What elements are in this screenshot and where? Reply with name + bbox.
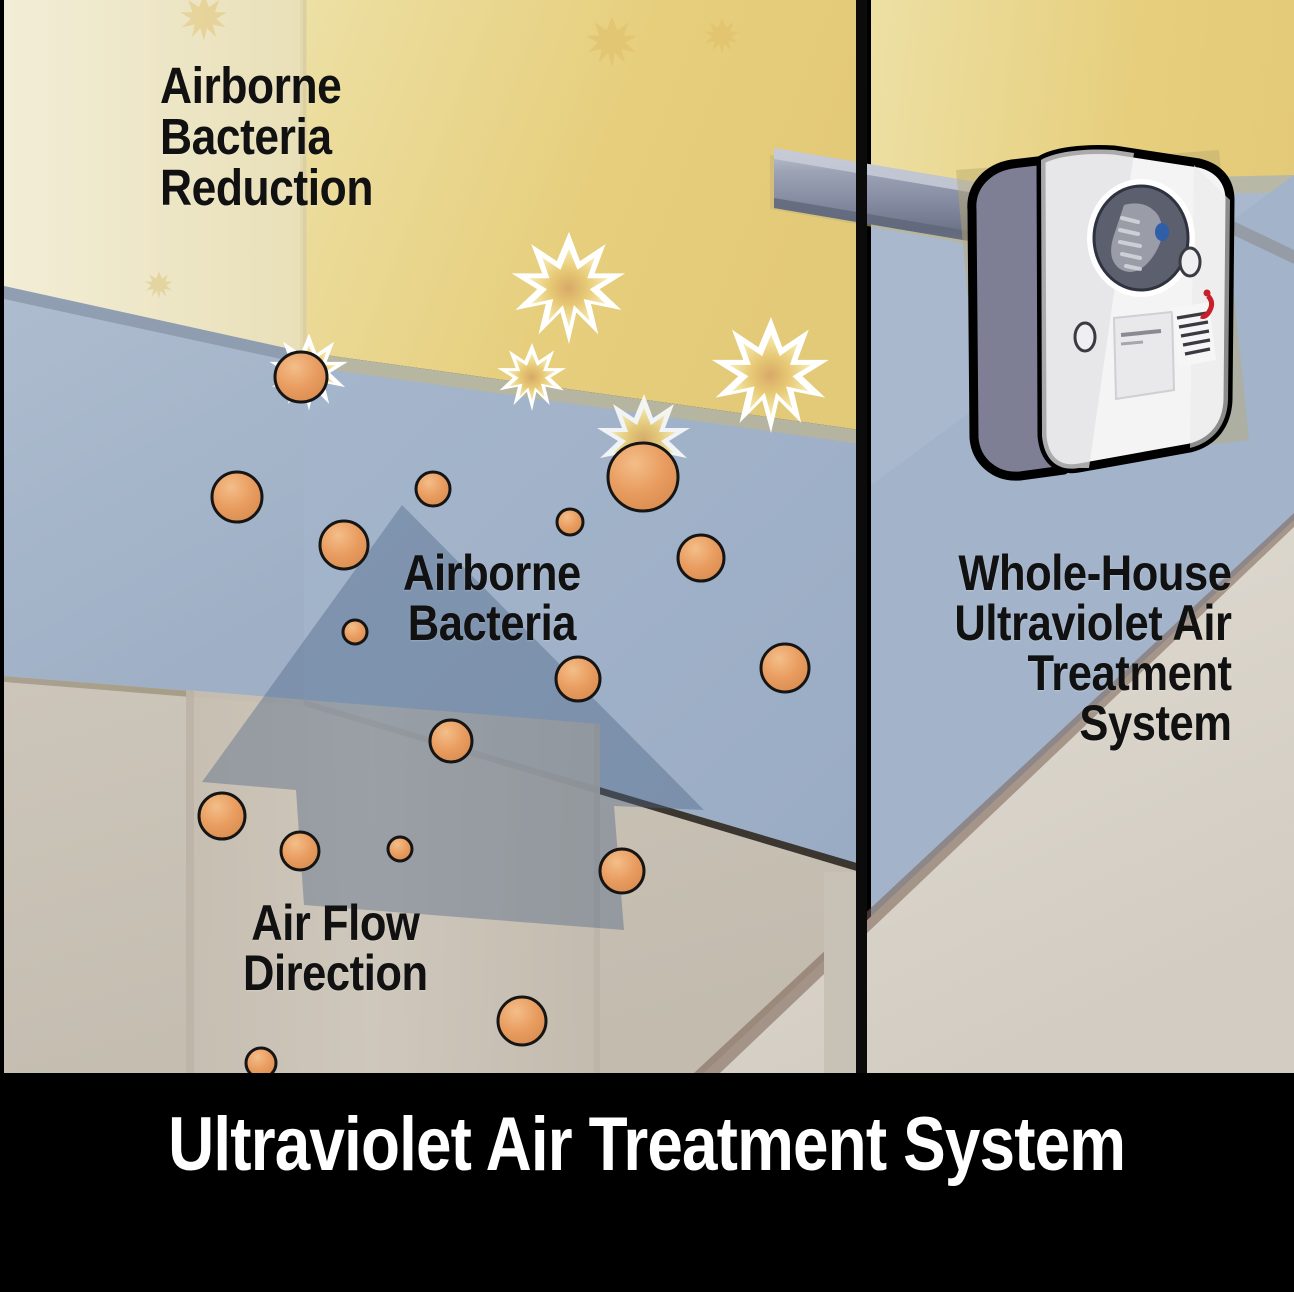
panel-divider	[856, 0, 867, 1073]
bacteria-particle	[279, 830, 321, 872]
air-flow-arrow	[202, 505, 704, 930]
bacteria-particle	[606, 441, 680, 513]
bacteria-particle	[414, 470, 452, 508]
indicator-light	[1073, 321, 1097, 353]
label-whole-house-uv-system: Whole-House Ultraviolet Air Treatment Sy…	[954, 545, 1233, 751]
device-label-plate	[1112, 310, 1176, 401]
bacteria-particle	[197, 791, 247, 841]
caption-title: Ultraviolet Air Treatment System	[168, 1102, 1126, 1187]
room-scene	[4, 0, 1294, 1073]
bacteria-particle	[759, 642, 811, 694]
indicator-light	[1178, 246, 1202, 278]
uv-air-treatment-unit[interactable]	[967, 145, 1235, 481]
label-airborne-bacteria-reduction: Airborne Bacteria Reduction	[160, 57, 374, 216]
bacteria-particle	[386, 835, 414, 863]
bacteria-particle	[244, 1046, 278, 1073]
left-panel-scene	[4, 0, 860, 1073]
bacteria-particle	[598, 847, 646, 895]
bacteria-particle	[318, 519, 370, 571]
bacteria-particle	[554, 655, 602, 703]
caption-bar: Ultraviolet Air Treatment System	[0, 1073, 1294, 1292]
bacteria-particle	[676, 533, 726, 583]
uv-lamp-window	[1087, 179, 1195, 297]
illustration-area: Airborne Bacteria Reduction Airborne Bac…	[4, 0, 1294, 1073]
bacteria-particle	[428, 718, 474, 764]
bacteria-particle	[341, 618, 369, 646]
warning-sticker	[1172, 289, 1216, 367]
label-airborne-bacteria: Airborne Bacteria	[403, 545, 581, 651]
bacteria-particle	[210, 470, 264, 524]
bacteria-particle	[555, 507, 585, 537]
label-air-flow-direction: Air Flow Direction	[243, 895, 428, 1001]
bacteria-particle	[273, 350, 329, 404]
bacteria-particle	[496, 995, 548, 1047]
bacteria-group	[197, 350, 811, 1073]
